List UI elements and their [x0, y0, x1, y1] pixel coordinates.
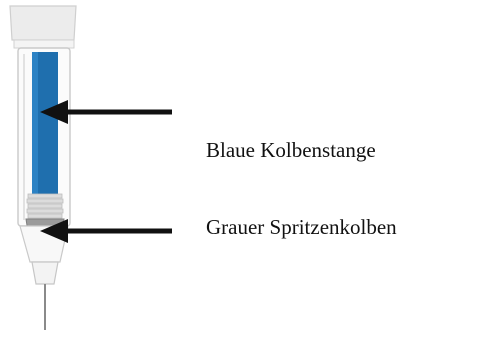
cap-flange — [13, 39, 75, 49]
threaded-section — [26, 193, 64, 219]
syringe — [9, 5, 77, 330]
label-blue-plunger-rod: Blaue Kolbenstange — [206, 138, 376, 162]
needle-hub — [31, 261, 59, 285]
label-grey-stopper: Grauer Spritzenkolben — [206, 215, 397, 239]
plunger-rod-shade — [32, 52, 38, 194]
arrow-to-plunger-rod — [40, 100, 172, 124]
syringe-cap — [9, 5, 77, 41]
arrow-to-stopper — [40, 219, 172, 243]
